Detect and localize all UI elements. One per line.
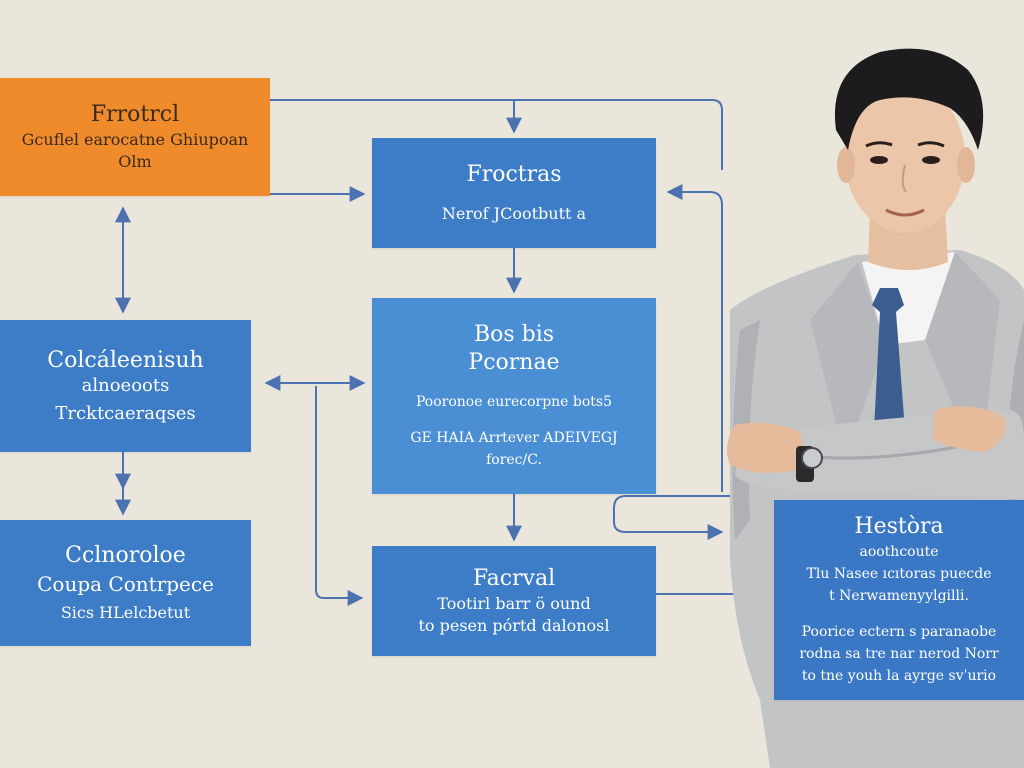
box-center: Bos bis Pcornae Pooronoe eurecorpne bots… xyxy=(372,298,656,494)
box-history-line-1: aoothcoute xyxy=(859,544,939,560)
box-mid-left-title: Colcáleenisuh xyxy=(47,348,204,373)
box-history-line-5: rodna sa tre nar nerod Norr xyxy=(799,646,999,662)
box-bottom-center-line-1: Tootirl barr ö ound xyxy=(437,594,591,613)
connector-top-loop xyxy=(270,99,723,170)
box-bottom-center: Facrval Tootirl barr ö ound to pesen pór… xyxy=(372,546,656,656)
box-mid-left: Colcáleenisuh alnoeoots Trcktcaeraqses xyxy=(0,320,251,452)
box-history-line-6: to tne youh la ayrge svˈurio xyxy=(801,668,997,684)
box-top-left-line-1: Gcuflel earocatne Ghiupoan xyxy=(21,130,249,149)
box-bottom-left-title-2: Coupa Contrpece xyxy=(37,572,214,596)
connector-right-loop xyxy=(666,184,723,492)
box-mid-left-line-2: Trcktcaeraqses xyxy=(55,403,196,424)
box-history-line-2: Tlu Nasee ıcıtoras puecde xyxy=(806,566,992,582)
box-bottom-left-title: Cclnoroloe xyxy=(65,543,186,568)
box-center-title-2: Pcornae xyxy=(468,350,560,375)
box-history-title: Hestòra xyxy=(854,514,944,539)
box-center-title: Bos bis xyxy=(473,322,555,347)
box-center-line-3: forec/C. xyxy=(486,452,542,468)
box-top-left: Frrotrcl Gcuflel earocatne Ghiupoan Olm xyxy=(0,78,270,196)
connector-mid-right-loop xyxy=(613,495,730,540)
box-top-center-line-1: Nerof JCootbutt a xyxy=(441,204,587,223)
box-bottom-left: Cclnoroloe Coupa Contrpece Sics HLelcbet… xyxy=(0,520,251,646)
box-mid-left-line-1: alnoeoots xyxy=(81,375,170,396)
box-bottom-left-line-1: Sics HLelcbetut xyxy=(60,603,191,622)
box-top-left-line-2: Olm xyxy=(118,152,152,171)
box-top-center-title: Froctras xyxy=(466,162,562,187)
box-bottom-center-title: Facrval xyxy=(472,566,556,591)
box-center-line-2: GE HAIA Arrtever ADEIVEGJ xyxy=(410,430,618,446)
box-top-left-title: Frrotrcl xyxy=(90,102,180,127)
arrow-to-bottom-center xyxy=(315,386,364,606)
box-bottom-center-line-2: to pesen pórtd dalonosl xyxy=(418,616,610,635)
box-history: Hestòra aoothcoute Tlu Nasee ıcıtoras pu… xyxy=(774,500,1024,700)
box-center-line-1: Pooronoe eurecorpne bots5 xyxy=(415,394,613,410)
box-history-line-3: t Nerwamenyylgilli. xyxy=(829,588,969,604)
box-top-center: Froctras Nerof JCootbutt a xyxy=(372,138,656,248)
box-history-line-4: Poorice ectern s paranaobe xyxy=(801,624,997,640)
